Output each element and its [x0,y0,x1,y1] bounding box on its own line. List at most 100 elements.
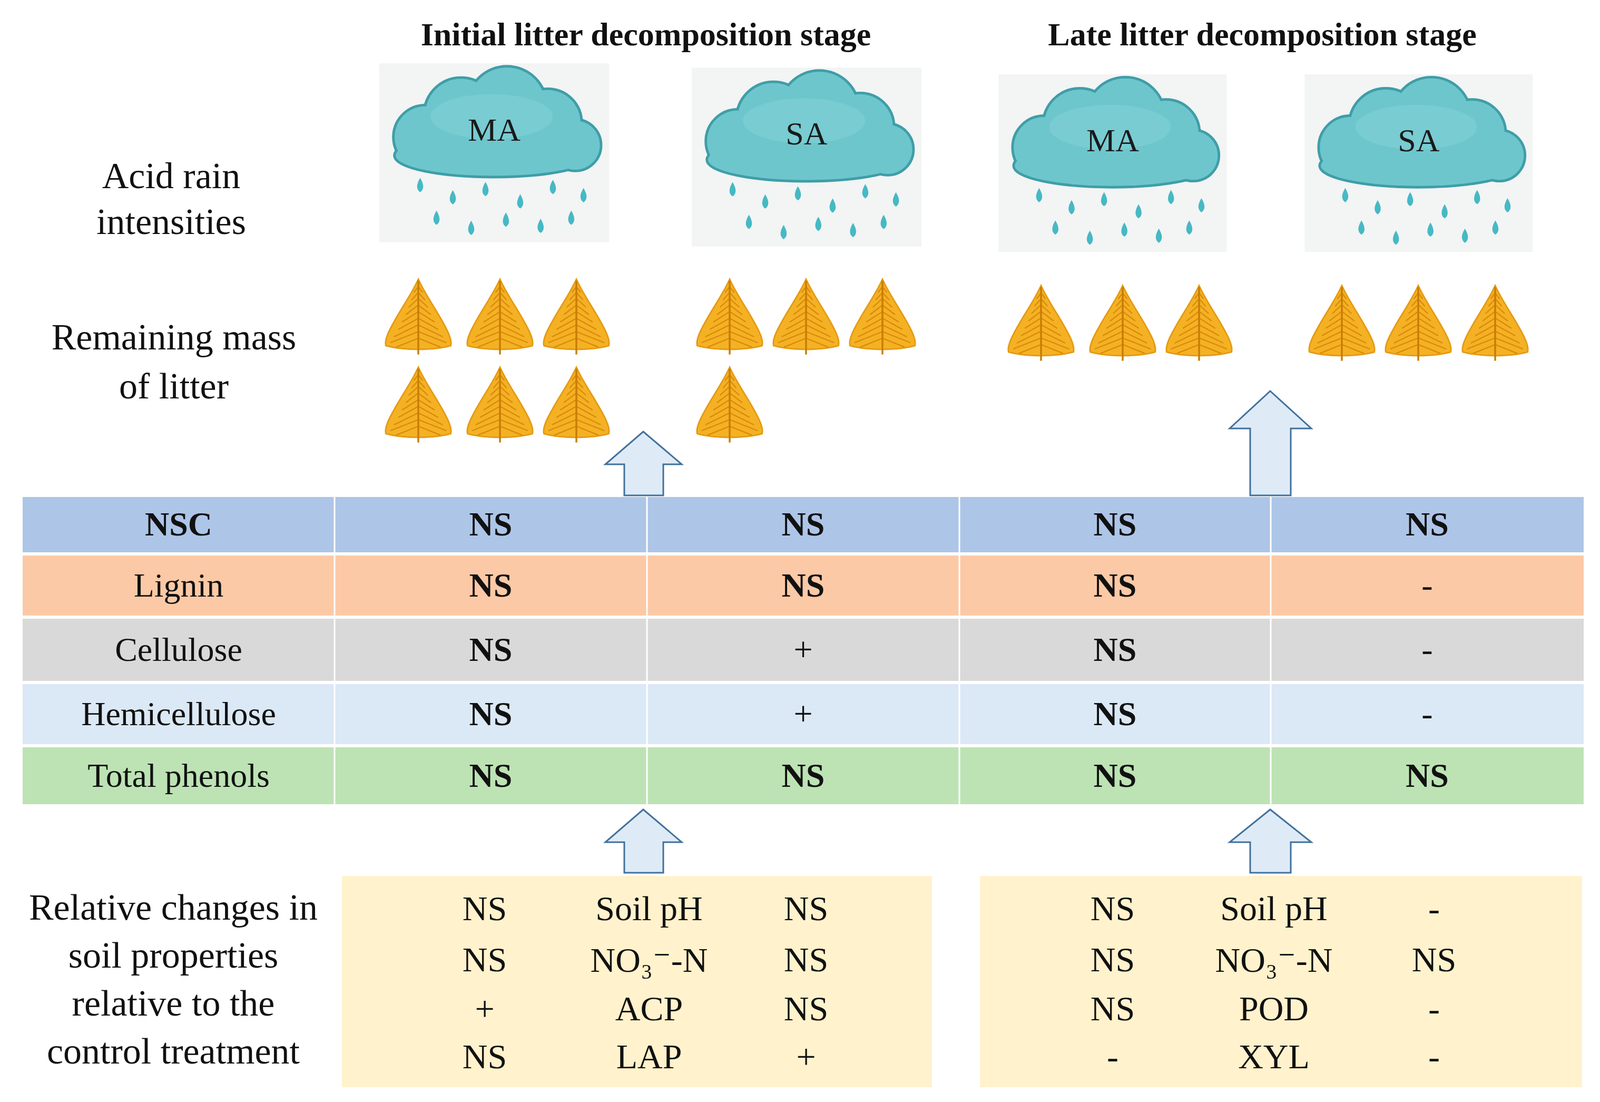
table-cell-box: NS [1270,496,1584,553]
table-cell-box: NS [959,683,1271,744]
table-cell-box: NS [334,683,647,744]
table-cell: NS [781,504,826,545]
table-cell: NS [1405,504,1449,545]
table-cell: NS [469,629,513,671]
soil-property-text: Soil pH [570,884,729,932]
table-cell: NS [1093,629,1137,671]
table-cell-box: - [1270,555,1584,616]
soil-property-text: XYL [1194,1032,1353,1081]
table-cell: NS [469,504,513,545]
table-cell-box: NS [334,496,647,553]
row-heading-box: Remaining mass of litter [36,313,311,409]
soil-property-text: + [727,1032,886,1081]
table-row-header-box: NSC [22,496,335,553]
table-row-header-box: Cellulose [22,618,335,681]
table-cell: NS [781,755,826,797]
row-heading: Remaining mass of litter [36,312,311,411]
table-cell-box: - [1270,683,1584,744]
table-cell-box: NS [959,747,1271,804]
row-heading: Acid rain intensities [65,152,277,245]
table-row-header-box: Total phenols [22,747,335,804]
table-cell: NS [1405,755,1449,797]
soil-property-text: NS [727,884,886,932]
table-cell-box: NS [646,747,960,804]
table-cell: NS [1093,565,1137,606]
table-row-header: NSC [144,504,213,545]
soil-property-text: NS [1033,884,1192,932]
cloud-shape [1303,74,1534,252]
soil-property-text: NO₃⁻-N [1194,935,1353,984]
table-row-header: Total phenols [87,755,270,797]
stage-heading: Initial litter decomposition stage [420,14,872,54]
stage-heading: Late litter decomposition stage [1047,14,1477,54]
soil-property-text: NS [405,935,564,984]
table-cell: - [1421,565,1433,606]
cloud-shape [691,66,922,248]
table-cell: + [793,693,813,735]
table-cell: - [1421,693,1433,735]
table-cell-box: NS [1270,747,1584,804]
table-row-header-box: Hemicellulose [22,683,335,744]
intensity-label: MA [997,121,1228,159]
soil-property-text: NS [727,984,886,1033]
table-row-header: Hemicellulose [81,693,277,735]
table-cell-box: NS [959,618,1271,681]
soil-property-panel: NSSoil pHNSNSNO₃⁻-NNS+ACPNSNSLAP+ [341,875,932,1087]
stage-heading-box: Initial litter decomposition stage [329,13,963,56]
soil-property-text: NS [1355,935,1514,984]
acid-rain-cloud: SA [1303,74,1534,252]
intensity-label: SA [1303,121,1534,159]
table-cell: NS [469,693,513,735]
stage-heading-box: Late litter decomposition stage [946,13,1579,56]
table-cell-box: NS [334,618,647,681]
table-cell-box: NS [334,747,647,804]
soil-property-text: Soil pH [1194,884,1353,932]
soil-property-text: NS [405,884,564,932]
soil-property-text: LAP [570,1032,729,1081]
table-row-header-box: Lignin [22,555,335,616]
table-cell: NS [1093,693,1137,735]
cloud-shape [997,74,1228,252]
table-cell: NS [781,565,826,606]
soil-property-text: NS [405,1032,564,1081]
acid-rain-cloud: MA [379,63,610,243]
table-cell: NS [469,565,513,606]
table-cell-box: NS [959,555,1271,616]
table-cell: - [1421,629,1433,671]
soil-property-text: - [1033,1032,1192,1081]
table-cell-box: + [646,618,960,681]
row-heading-box: Relative changes in soil properties rela… [15,873,332,1085]
table-background [22,496,1584,804]
block-arrow [605,390,1312,873]
acid-rain-cloud: MA [997,74,1228,252]
table-cell-box: + [646,683,960,744]
intensity-label: MA [379,110,610,149]
soil-property-text: - [1355,1032,1514,1081]
table-cell: NS [1093,755,1137,797]
soil-property-panel: NSSoil pH-NSNO₃⁻-NNSNSPOD--XYL- [979,875,1583,1087]
row-heading-box: Acid rain intensities [65,151,277,247]
acid-rain-cloud: SA [691,66,922,248]
row-heading: Relative changes in soil properties rela… [15,882,332,1075]
soil-property-text: POD [1194,984,1353,1033]
soil-property-text: NO₃⁻-N [570,935,729,984]
table-cell-box: - [1270,618,1584,681]
table-cell-box: NS [334,555,647,616]
soil-property-text: - [1355,884,1514,932]
table-cell-box: NS [646,496,960,553]
table-cell: + [793,629,813,671]
table-cell-box: NS [646,555,960,616]
litter-tree-icons [385,279,1528,443]
table-row-header: Cellulose [114,629,243,671]
soil-property-text: NS [727,935,886,984]
intensity-label: SA [691,114,922,153]
table-row-header: Lignin [133,565,224,606]
cloud-shape [379,63,610,243]
table-cell: NS [469,755,513,797]
table-cell-box: NS [959,496,1271,553]
table-cell: NS [1093,504,1137,545]
soil-property-text: + [405,984,564,1033]
soil-property-text: - [1355,984,1514,1033]
soil-property-text: NS [1033,984,1192,1033]
soil-property-text: ACP [570,984,729,1033]
